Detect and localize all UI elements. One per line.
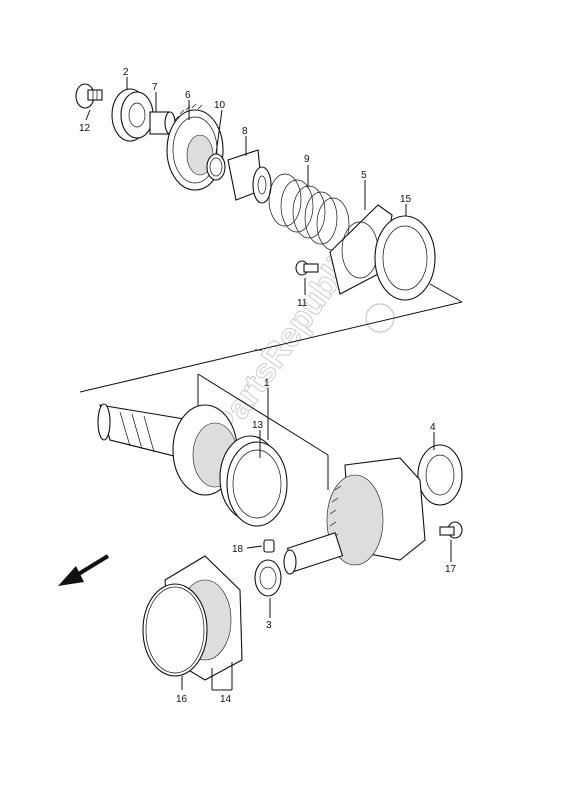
- front-arrow-icon: [58, 554, 110, 586]
- part-13-shims: [219, 435, 288, 527]
- callout-5: 5: [361, 170, 367, 181]
- callout-13: 13: [252, 420, 264, 431]
- callout-9: 9: [304, 154, 310, 165]
- callout-18: 18: [232, 544, 244, 555]
- part-15-shim: [374, 215, 436, 301]
- callout-8: 8: [242, 126, 248, 137]
- leader-lines: [85, 77, 452, 691]
- part-4-seal: [417, 444, 463, 506]
- callout-labels: 2 7 6 10 12 8 9 5 15 11 1 13 4 18 17 3 1…: [79, 67, 457, 705]
- part-2-bearing: [111, 88, 154, 142]
- callout-10: 10: [214, 100, 226, 111]
- callout-7: 7: [152, 82, 158, 93]
- part-12-bolt: [75, 83, 103, 109]
- callout-2: 2: [123, 67, 129, 78]
- part-16-o-ring: [142, 583, 208, 677]
- part-11-bolt: [295, 260, 319, 276]
- part-18-pin: [263, 539, 275, 553]
- callout-14: 14: [220, 694, 232, 705]
- part-1-pinion: [97, 403, 238, 496]
- callout-1: 1: [264, 378, 270, 389]
- callout-4: 4: [430, 422, 436, 433]
- part-10-circlip: [206, 153, 226, 181]
- part-17-bolt: [439, 521, 463, 539]
- callout-17: 17: [445, 564, 457, 575]
- gear-housing: [283, 457, 426, 575]
- part-8-cam: [227, 149, 272, 204]
- watermark-gear-icon: [365, 303, 395, 333]
- callout-16: 16: [176, 694, 188, 705]
- callout-3: 3: [266, 620, 272, 631]
- callout-11: 11: [297, 298, 308, 309]
- callout-6: 6: [185, 90, 191, 101]
- part-3-bearing: [254, 559, 282, 597]
- guide-lines: [79, 283, 463, 490]
- callout-15: 15: [400, 194, 412, 205]
- callout-12: 12: [79, 123, 91, 134]
